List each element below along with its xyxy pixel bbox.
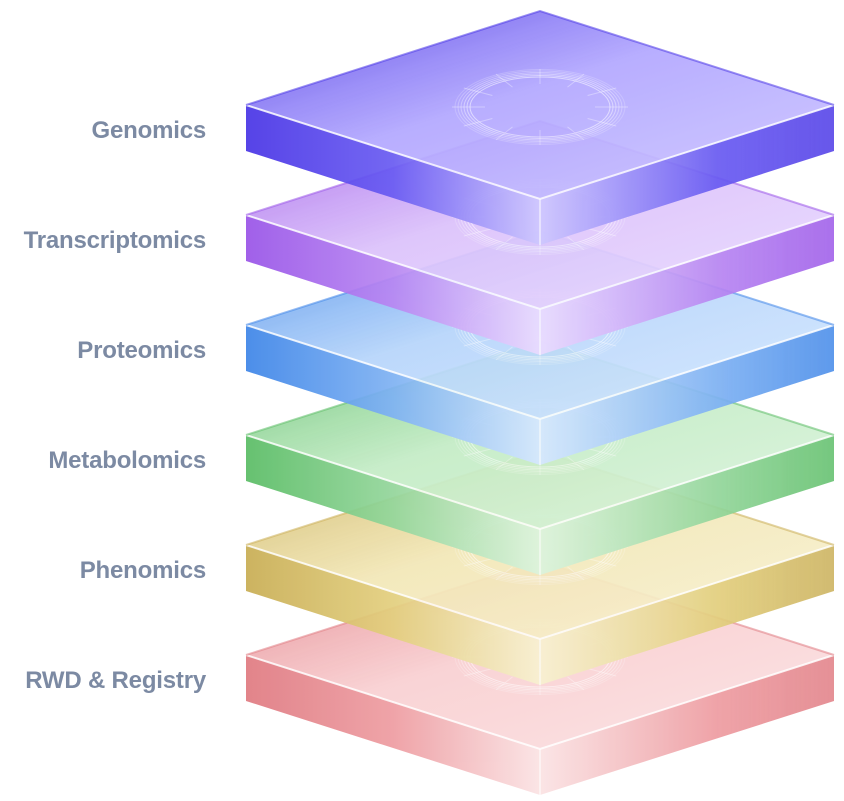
layer-label: Phenomics [79, 557, 206, 584]
slab-right-face [540, 655, 834, 795]
slab-right-face [540, 545, 834, 685]
slab-left-face [246, 545, 540, 685]
slab-left-face [246, 215, 540, 355]
slab-left-face [246, 325, 540, 465]
layer-label: Metabolomics [48, 447, 206, 474]
rosette-icon [452, 69, 628, 145]
layer-slab [245, 9, 835, 245]
slab-left-face [246, 435, 540, 575]
slab-right-face [540, 435, 834, 575]
layer-label: Genomics [91, 117, 207, 144]
layer-label: Proteomics [77, 337, 206, 364]
slab-left-face [246, 655, 540, 795]
slab-right-face [540, 105, 834, 245]
layer-label: Transcriptomics [23, 227, 207, 254]
slab-right-face [540, 215, 834, 355]
layer-label: RWD & Registry [25, 667, 206, 694]
slab-right-face [540, 325, 834, 465]
slab-back-edge [245, 9, 835, 106]
slab-left-face [246, 105, 540, 245]
